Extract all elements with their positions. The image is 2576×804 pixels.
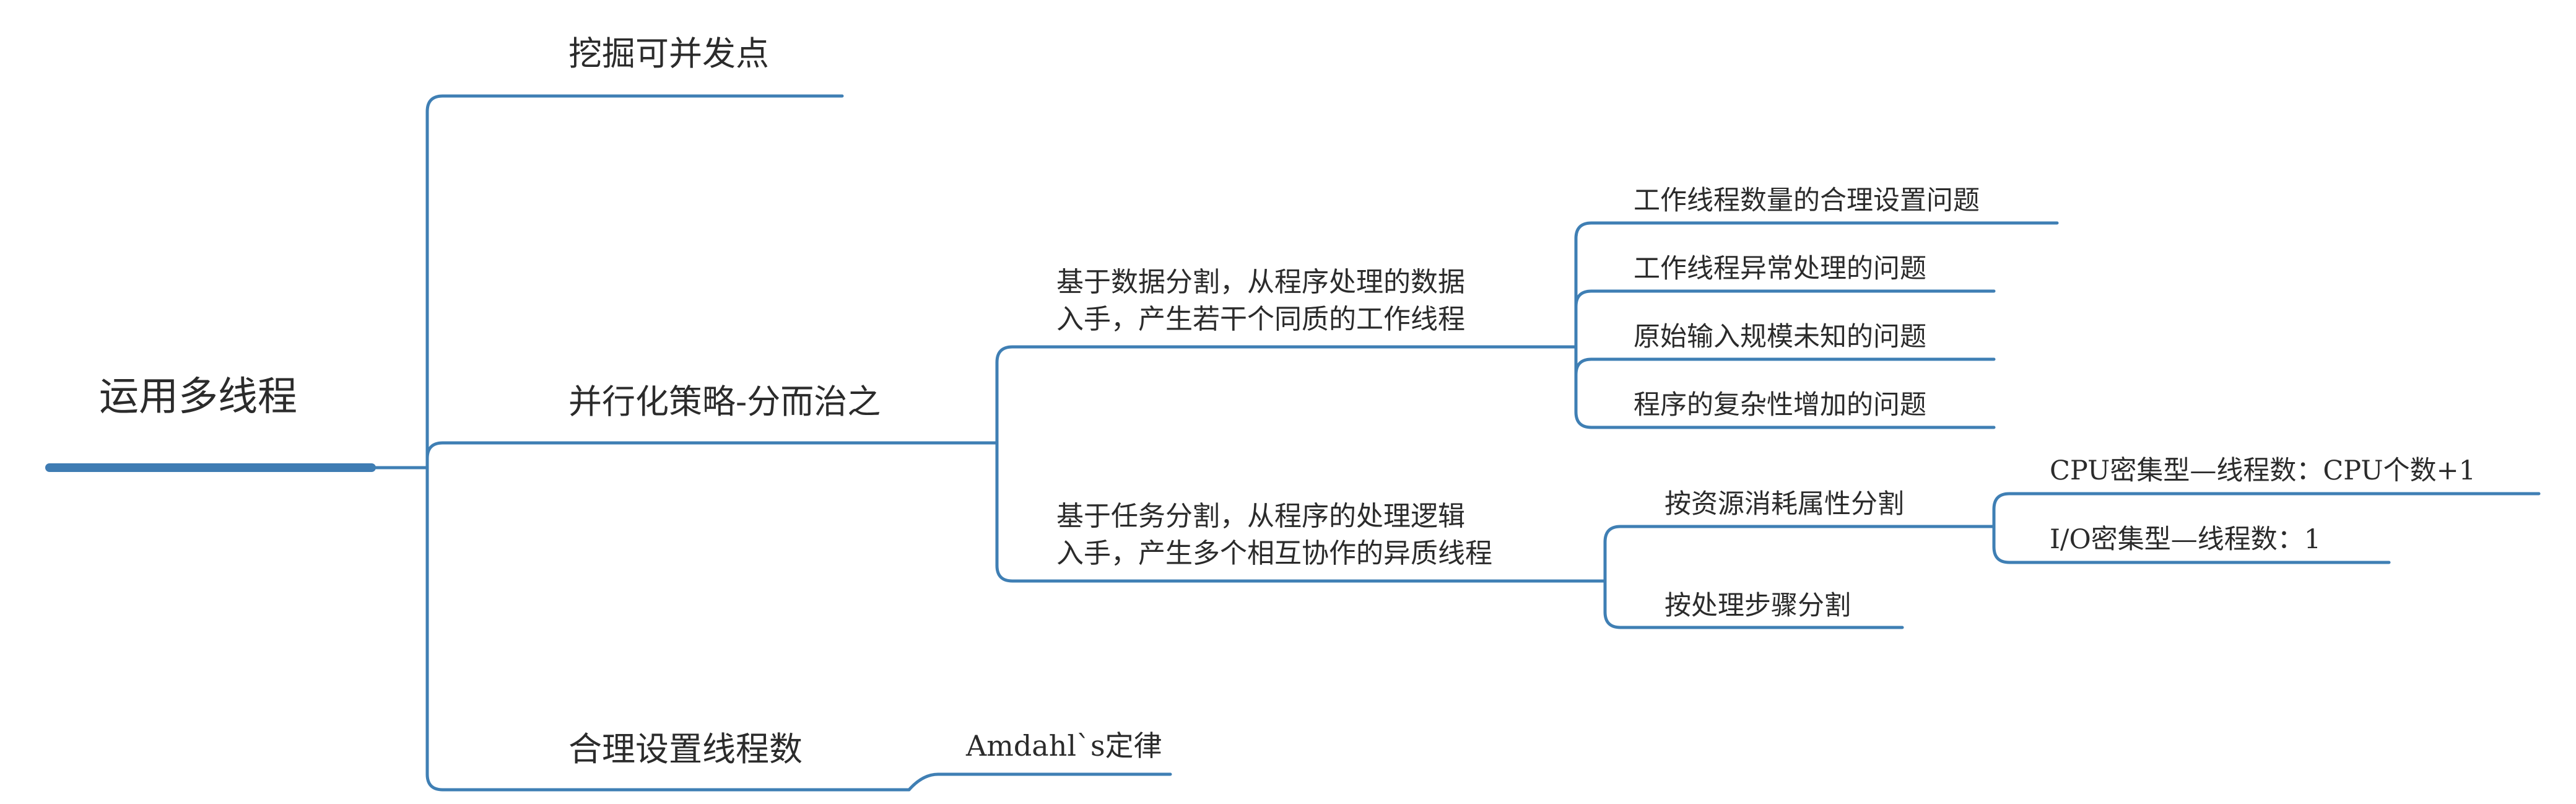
- connector-task-split: [995, 441, 1607, 583]
- topic-task-split-line1[interactable]: 基于任务分割，从程序的处理逻辑: [1056, 500, 1465, 532]
- connector-dig: [425, 94, 844, 470]
- connector-issue-4: [1574, 345, 1996, 429]
- connector-io: [1992, 525, 2391, 564]
- issue-complexity[interactable]: 程序的复杂性增加的问题: [1634, 390, 1926, 421]
- topic-dig-concurrency[interactable]: 挖掘可并发点: [568, 34, 769, 73]
- connector-threads: [425, 466, 911, 792]
- topic-task-split-line2[interactable]: 入手，产生多个相互协作的异质线程: [1056, 538, 1492, 569]
- item-cpu-bound[interactable]: CPU密集型—线程数：CPU个数+1: [2050, 455, 2476, 486]
- connector-step-split: [1603, 579, 1904, 629]
- issue-input-size[interactable]: 原始输入规模未知的问题: [1634, 321, 1926, 352]
- topic-data-split-line1[interactable]: 基于数据分割，从程序处理的数据: [1056, 266, 1465, 298]
- topic-thread-count[interactable]: 合理设置线程数: [568, 730, 803, 769]
- item-io-bound[interactable]: I/O密集型—线程数：1: [2050, 524, 2321, 555]
- connector-cpu: [1992, 492, 2541, 528]
- connector-resource-split: [1603, 525, 1996, 583]
- connector-strategy: [425, 441, 999, 470]
- topic-amdahl[interactable]: Amdahl`s定律: [965, 729, 1162, 762]
- connector-data-split: [995, 345, 1578, 445]
- topic-data-split-line2[interactable]: 入手，产生若干个同质的工作线程: [1056, 304, 1465, 335]
- root-topic[interactable]: 运用多线程: [99, 374, 297, 420]
- topic-step-split[interactable]: 按处理步骤分割: [1664, 590, 1851, 621]
- topic-parallel-strategy[interactable]: 并行化策略-分而治之: [568, 382, 881, 421]
- topic-resource-split[interactable]: 按资源消耗属性分割: [1664, 489, 1904, 520]
- issue-thread-exception[interactable]: 工作线程异常处理的问题: [1634, 253, 1926, 284]
- connector-amdahl: [907, 772, 1172, 792]
- connector-issue-2: [1574, 289, 1996, 349]
- connector-issue-1: [1574, 221, 2059, 349]
- issue-thread-count[interactable]: 工作线程数量的合理设置问题: [1634, 185, 1980, 216]
